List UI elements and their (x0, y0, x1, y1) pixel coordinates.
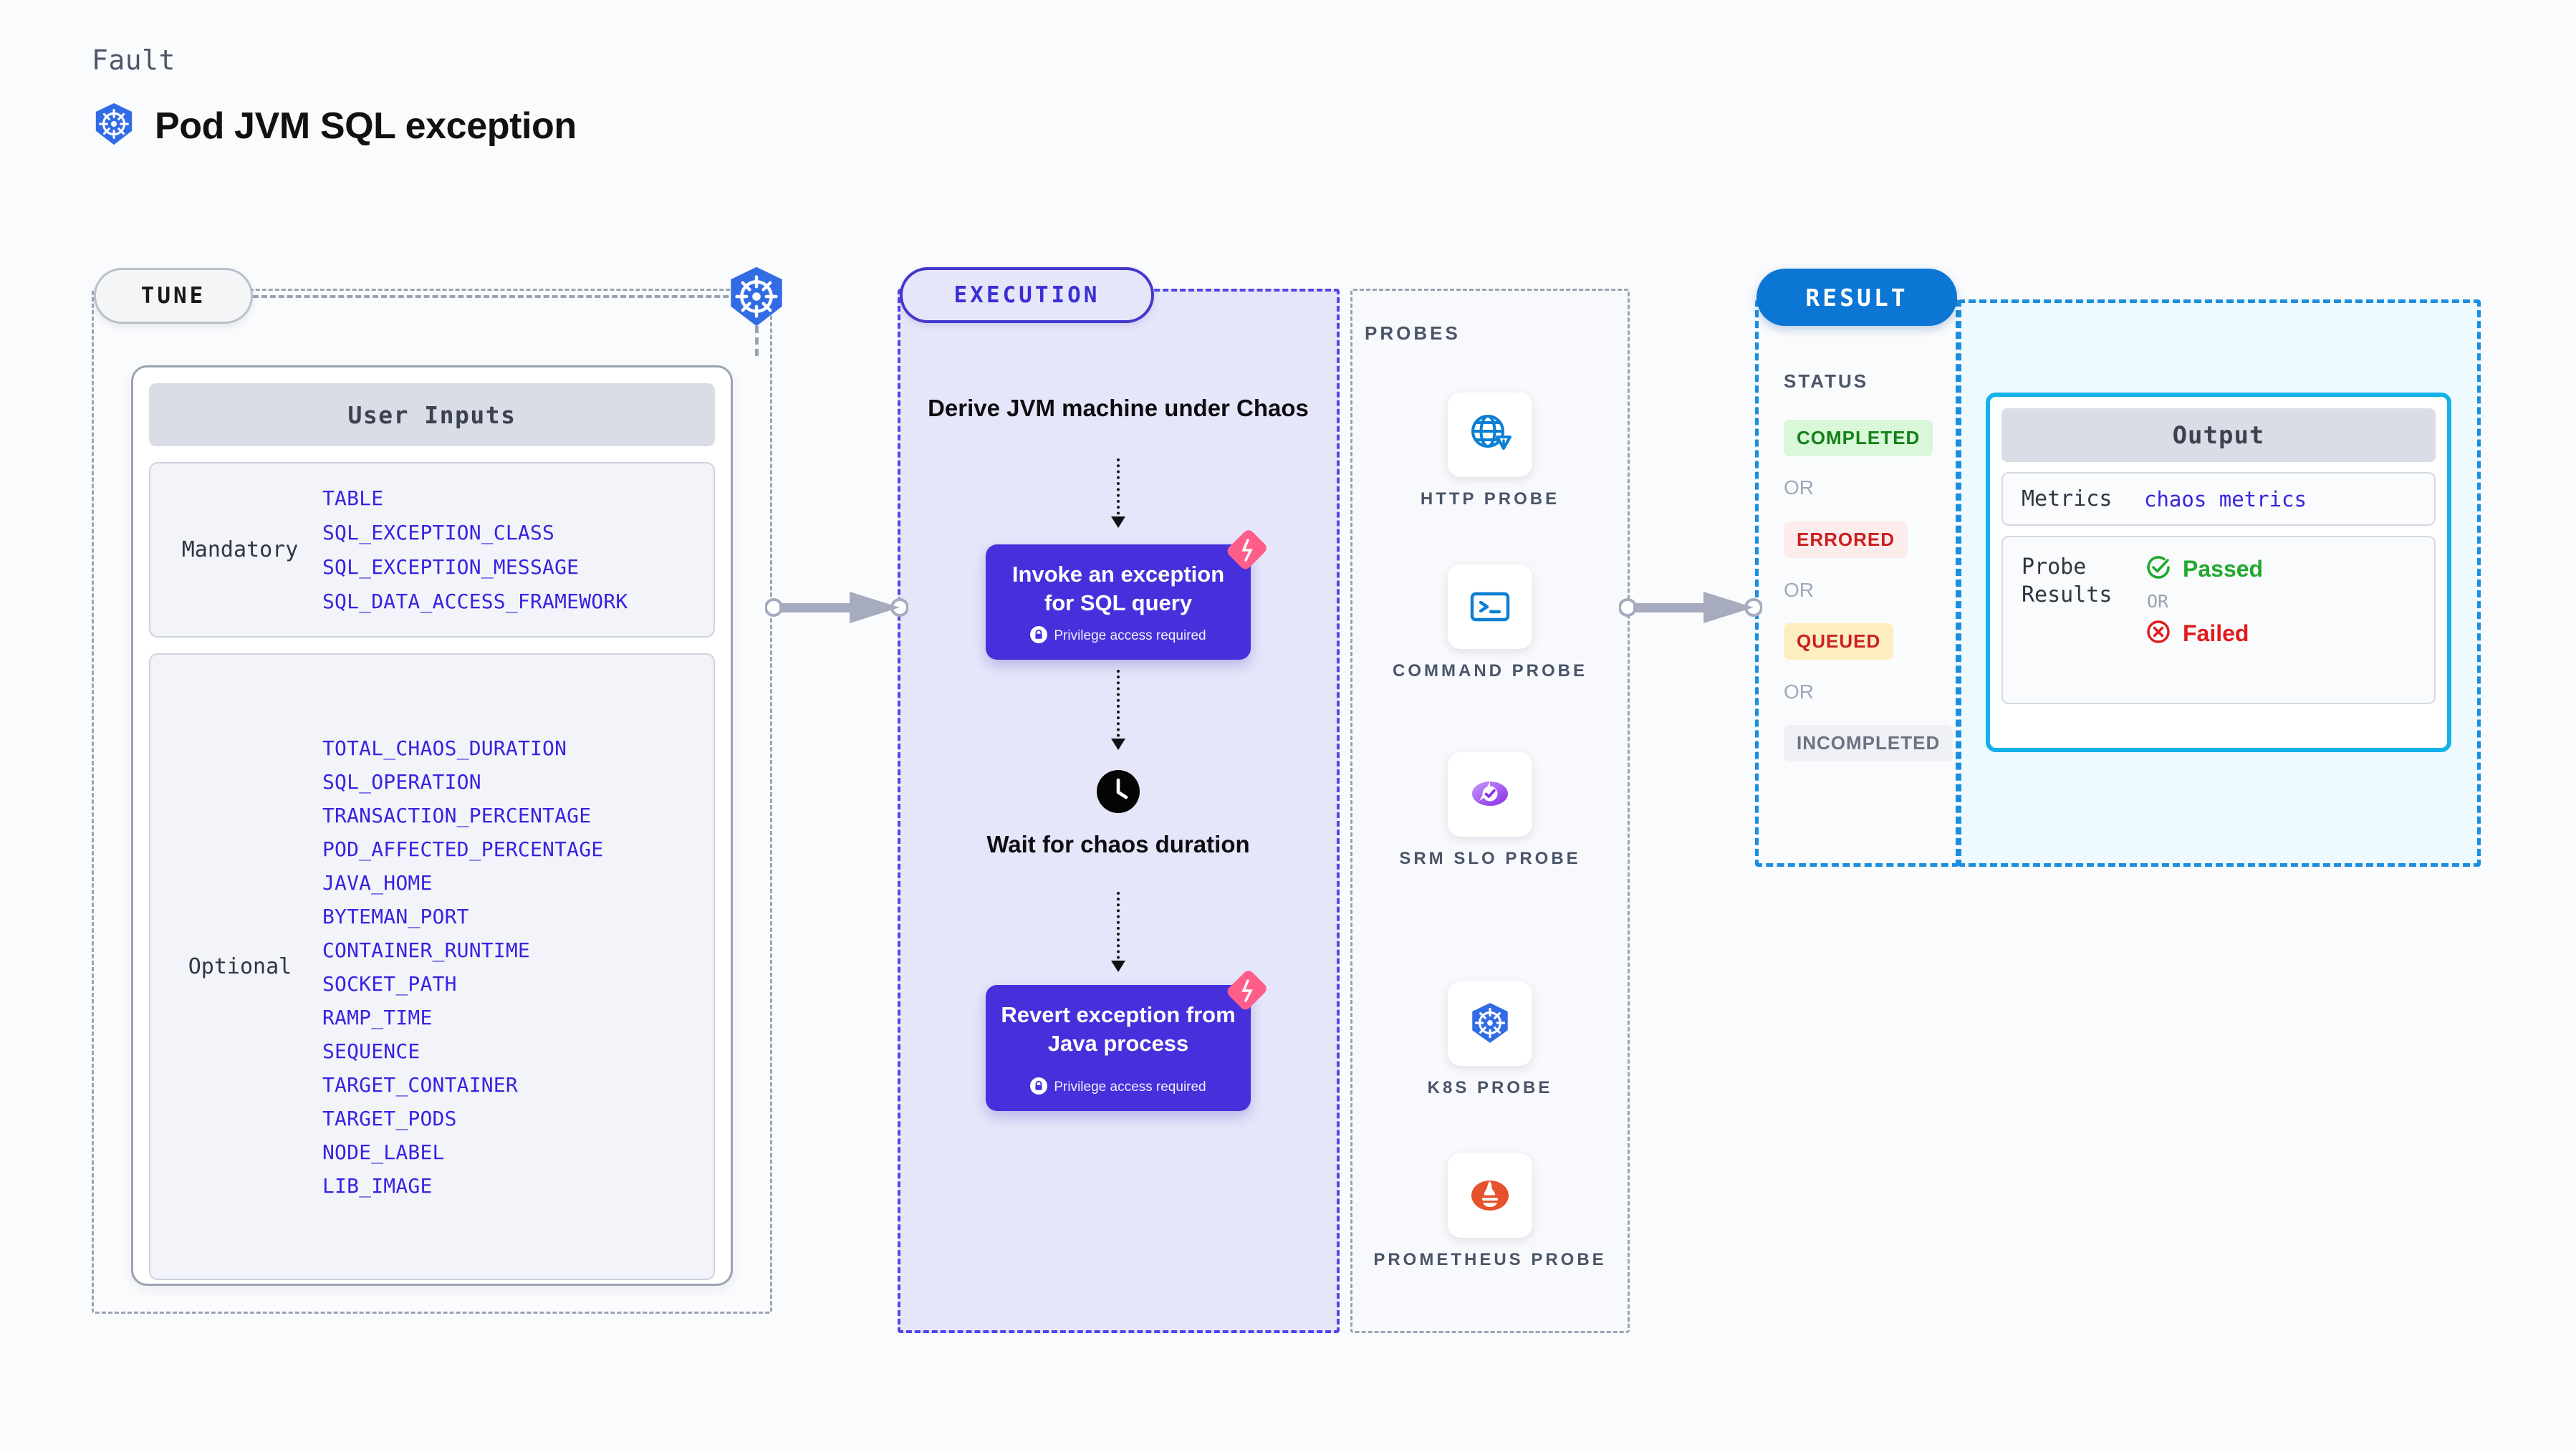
page-title: Pod JVM SQL exception (155, 105, 577, 147)
probe-label: HTTP PROBE (1420, 489, 1560, 509)
param-item[interactable]: NODE_LABEL (322, 1140, 445, 1164)
param-item[interactable]: BYTEMAN_PORT (322, 904, 469, 928)
privilege-text: Privilege access required (1054, 628, 1206, 644)
tune-connector-line (253, 295, 754, 298)
probe-item-prometheus[interactable]: PROMETHEUS PROBE (1350, 1153, 1630, 1271)
probe-results-values: Passed OR Failed (2144, 553, 2263, 650)
output-title: Output (2001, 408, 2436, 462)
clock-icon (1097, 770, 1140, 813)
or-label: OR (1784, 681, 1814, 703)
param-item[interactable]: SQL_EXCEPTION_MESSAGE (322, 555, 580, 579)
connector-execution-to-result (1618, 586, 1763, 633)
param-item[interactable]: TARGET_PODS (322, 1106, 457, 1130)
user-inputs-title: User Inputs (149, 383, 715, 446)
probe-label: PROMETHEUS PROBE (1373, 1250, 1607, 1269)
terminal-icon (1448, 564, 1532, 649)
probe-item-k8s[interactable]: K8S PROBE (1350, 981, 1630, 1100)
prometheus-icon (1448, 1153, 1532, 1238)
param-item[interactable]: SQL_OPERATION (322, 769, 481, 794)
group-label-optional: Optional (188, 954, 292, 979)
probe-item-srm-slo[interactable]: SRM SLO PROBE (1350, 752, 1630, 870)
param-item[interactable]: SQL_DATA_ACCESS_FRAMEWORK (322, 590, 628, 613)
execution-card-title: Revert exception from Java process (1001, 1002, 1236, 1057)
x-circle-icon (2144, 617, 2173, 650)
execution-card-title: Invoke an exception for SQL query (1011, 562, 1225, 616)
probe-results-row: Probe Results Passed OR (2001, 536, 2436, 704)
check-circle-icon (2144, 553, 2173, 585)
harness-icon (1226, 530, 1267, 570)
title-row: Pod JVM SQL exception (92, 102, 577, 150)
execution-card-revert[interactable]: Revert exception from Java process Privi… (986, 971, 1267, 1111)
metrics-value[interactable]: chaos metrics (2144, 486, 2307, 511)
param-item[interactable]: SEQUENCE (322, 1039, 420, 1063)
result-pill-label: RESULT (1756, 269, 1957, 326)
probe-result-passed: Passed (2144, 553, 2263, 585)
param-item[interactable]: SQL_EXCEPTION_CLASS (322, 521, 555, 544)
probe-label: SRM SLO PROBE (1399, 849, 1581, 868)
tune-pill-label: TUNE (94, 268, 253, 324)
mandatory-param-list: TABLE SQL_EXCEPTION_CLASS SQL_EXCEPTION_… (322, 486, 628, 613)
privilege-row: Privilege access required (996, 1077, 1241, 1098)
metrics-key: Metrics (2022, 486, 2113, 511)
param-item[interactable]: POD_AFFECTED_PERCENTAGE (322, 837, 604, 861)
execution-step-derive: Derive JVM machine under Chaos (928, 395, 1309, 421)
result-status-column (1755, 299, 1959, 867)
param-item[interactable]: LIB_IMAGE (322, 1173, 433, 1198)
kubernetes-icon (725, 265, 788, 328)
optional-param-list: TOTAL_CHAOS_DURATION SQL_OPERATION TRANS… (322, 736, 603, 1198)
status-label: STATUS (1784, 370, 1869, 392)
param-item[interactable]: SOCKET_PATH (322, 971, 457, 996)
user-inputs-card: User Inputs Mandatory TABLE SQL_EXCEPTIO… (131, 365, 733, 1286)
execution-card-invoke[interactable]: Invoke an exception for SQL query Privil… (986, 530, 1267, 660)
execution-arrow-2 (1111, 670, 1125, 750)
execution-pill-label: EXECUTION (900, 267, 1154, 323)
fault-label: Fault (92, 44, 176, 76)
param-item[interactable]: JAVA_HOME (322, 870, 433, 895)
privilege-text: Privilege access required (1054, 1080, 1206, 1095)
optional-group: Optional TOTAL_CHAOS_DURATION SQL_OPERAT… (149, 653, 715, 1280)
failed-label: Failed (2183, 620, 2249, 646)
probe-item-http[interactable]: HTTP PROBE (1350, 393, 1630, 511)
param-item[interactable]: RAMP_TIME (322, 1005, 433, 1029)
harness-icon (1226, 971, 1267, 1011)
param-item[interactable]: TRANSACTION_PERCENTAGE (322, 803, 592, 827)
lock-icon (1030, 625, 1048, 647)
passed-label: Passed (2183, 556, 2264, 582)
group-label-mandatory: Mandatory (181, 537, 299, 562)
param-item[interactable]: TABLE (322, 486, 384, 510)
kubernetes-stem-line (755, 326, 759, 356)
metrics-row: Metrics chaos metrics (2001, 472, 2436, 526)
execution-arrow-3 (1111, 892, 1125, 972)
or-label: OR (1784, 476, 1814, 499)
execution-step-wait: Wait for chaos duration (986, 831, 1250, 857)
lock-icon (1030, 1077, 1048, 1098)
probe-results-key: Probe Results (2022, 554, 2113, 607)
status-badge-incompleted: INCOMPLETED (1784, 725, 1953, 761)
execution-arrow-1 (1111, 458, 1125, 528)
param-item[interactable]: TOTAL_CHAOS_DURATION (322, 736, 567, 760)
status-badge-completed: COMPLETED (1784, 420, 1933, 456)
page-header: Fault Pod JVM SQL exception (92, 44, 577, 150)
slo-gauge-icon (1448, 752, 1532, 837)
probes-title: PROBES (1365, 322, 1461, 344)
param-item[interactable]: CONTAINER_RUNTIME (322, 938, 530, 962)
probe-result-failed: Failed (2144, 617, 2263, 650)
mandatory-group: Mandatory TABLE SQL_EXCEPTION_CLASS SQL_… (149, 462, 715, 638)
param-item[interactable]: TARGET_CONTAINER (322, 1072, 518, 1097)
tune-panel (92, 289, 772, 1314)
globe-warning-icon (1448, 393, 1532, 477)
or-label: OR (1784, 579, 1814, 601)
probe-label: K8S PROBE (1427, 1078, 1553, 1097)
output-card: Output Metrics chaos metrics Probe Resul… (1986, 393, 2451, 752)
connector-tune-to-execution (764, 586, 909, 633)
kubernetes-icon (1448, 981, 1532, 1066)
or-label: OR (2147, 591, 2169, 612)
probe-label: COMMAND PROBE (1393, 661, 1587, 681)
privilege-row: Privilege access required (996, 625, 1241, 647)
status-badge-queued: QUEUED (1784, 623, 1894, 660)
probe-item-command[interactable]: COMMAND PROBE (1350, 564, 1630, 683)
kubernetes-icon (92, 102, 136, 150)
status-badge-errored: ERRORED (1784, 521, 1908, 558)
